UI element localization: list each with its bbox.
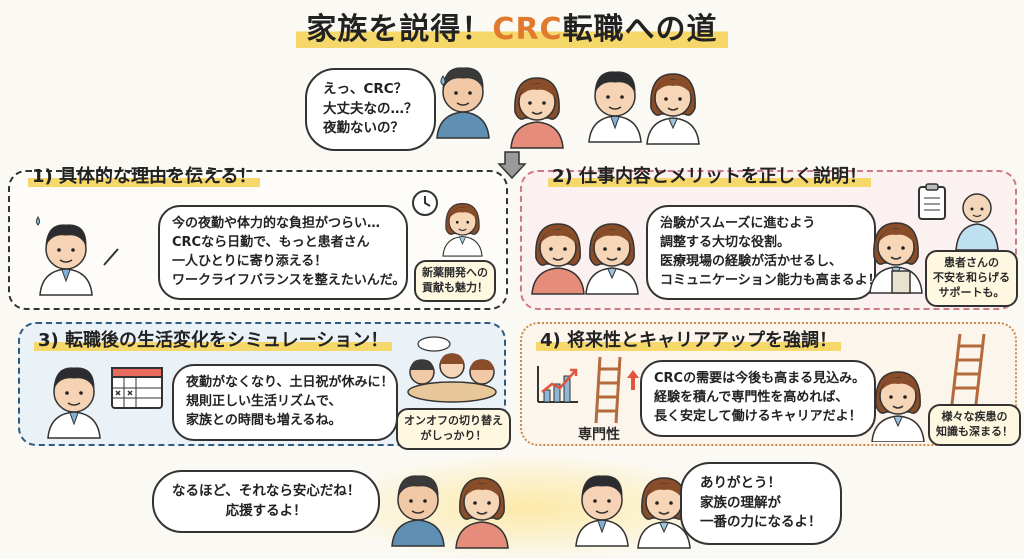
panel-4-bubble: CRCの需要は今後も高まる見込み。 経験を積んで専門性を高めれば、 長く安定して… — [640, 360, 876, 437]
mother-figure — [455, 477, 509, 549]
bubble-line: 規則正しい生活リズムで、 — [186, 393, 342, 409]
bubble-line: 家族の理解が — [700, 494, 781, 511]
bubble-line: 夜勤がなくなり、土日祝が休みに！ — [186, 375, 394, 390]
title-part1: 家族を説得！ — [306, 12, 493, 47]
panel-3-heading: 3) 転職後の生活変化をシミュレーション！ — [34, 326, 393, 352]
bubble-line: コミュニケーション能力も高まるよ！ — [660, 272, 881, 288]
nurse-figure — [871, 371, 925, 442]
bubble-line: CRCなら日勤で、もっと患者さん — [172, 234, 370, 250]
bubble-line: 経験を積んで専門性を高めれば、 — [654, 389, 849, 405]
bubble-line: 応援するよ！ — [225, 502, 307, 519]
tall-ladder-icon — [950, 333, 986, 405]
clock-icon — [412, 190, 438, 216]
panel-2-bubble: 治験がスムーズに進むよう 調整する大切な役割。 医療現場の経験が活かせるし、 コ… — [646, 205, 881, 301]
son-figure — [575, 475, 629, 547]
man-figure — [47, 367, 101, 439]
title-crc: CRC — [492, 12, 563, 47]
family-dinner-illustration — [407, 336, 497, 403]
bubble-line: 調整する大切な役割。 — [660, 234, 791, 250]
bubble-line: 一人ひとりに寄り添える！ — [172, 253, 328, 269]
title-part3: 転職への道 — [562, 12, 718, 47]
calendar-icon — [111, 367, 163, 409]
nurse-with-clipboard-figure — [869, 222, 923, 294]
growth-chart-icon — [537, 366, 578, 403]
panel-1-tag: 新薬開発への 貢献も魅力！ — [414, 260, 496, 302]
bottom-right-bubble: ありがとう！ 家族の理解が 一番の力になるよ！ — [680, 462, 842, 545]
up-arrow-icon — [627, 370, 639, 390]
ladder-icon — [594, 356, 622, 424]
nurse-man-figure — [36, 216, 119, 296]
clipboard-icon — [918, 183, 946, 220]
bubble-line: えっ、CRC？ — [323, 81, 408, 97]
mother-figure — [510, 77, 564, 149]
bubble-line: 家族との時間も増えるね。 — [186, 412, 342, 428]
bubble-line: 一番の力になるよ！ — [700, 514, 822, 531]
panel-4-heading: 4) 将来性とキャリアアップを強調！ — [536, 326, 842, 352]
bubble-line: 医療現場の経験が活かせるし、 — [660, 253, 843, 269]
bubble-line: 大丈夫なの…？ — [323, 100, 418, 117]
panel-2-heading: 2) 仕事内容とメリットを正しく説明！ — [548, 162, 872, 188]
son-figure — [588, 71, 642, 143]
bubble-line: ワークライフバランスを整えたいんだ。 — [172, 272, 406, 288]
patient-figure — [955, 193, 999, 250]
panel-4-tag: 様々な疾患の 知識も深まる！ — [928, 404, 1021, 446]
top-speech-bubble: えっ、CRC？ 大丈夫なの…？ 夜勤ないの？ — [305, 68, 436, 151]
family-illustration — [436, 67, 700, 149]
bubble-line: 治験がスムーズに進むよう — [660, 216, 816, 231]
bubble-line: 夜勤ないの？ — [323, 120, 404, 137]
bubble-line: ありがとう！ — [700, 475, 781, 491]
bubble-line: なるほど、それなら安心だね！ — [172, 483, 361, 499]
bubble-line: CRCの需要は今後も高まる見込み。 — [654, 371, 866, 386]
bubble-line: 長く安定して働けるキャリアだよ！ — [654, 408, 862, 424]
panel-3-tag: オンオフの切り替え がしっかり！ — [396, 408, 511, 450]
panel-1-bubble: 今の夜勤や体力的な負担がつらい… CRCなら日勤で、もっと患者さん 一人ひとりに… — [158, 205, 408, 301]
page-title: 家族を説得！CRC転職への道 — [0, 4, 1024, 48]
ladder-label: 専門性 — [578, 427, 620, 443]
tired-nurse-figure — [442, 202, 483, 257]
bubble-line: 今の夜勤や体力的な負担がつらい… — [172, 216, 381, 231]
family-support-illustration — [391, 475, 691, 549]
father-figure — [391, 475, 445, 547]
panel-2-tag: 患者さんの 不安を和らげる サポートも。 — [925, 250, 1018, 307]
bottom-left-bubble: なるほど、それなら安心だね！ 応援するよ！ — [152, 470, 381, 534]
panel-3-bubble: 夜勤がなくなり、土日祝が休みに！ 規則正しい生活リズムで、 家族との時間も増える… — [172, 364, 398, 441]
nurse-figure — [646, 73, 700, 145]
mother-nurse-figures — [531, 223, 639, 295]
down-arrow-icon — [497, 151, 527, 180]
panel-1-heading: 1) 具体的な理由を伝える！ — [28, 162, 261, 188]
